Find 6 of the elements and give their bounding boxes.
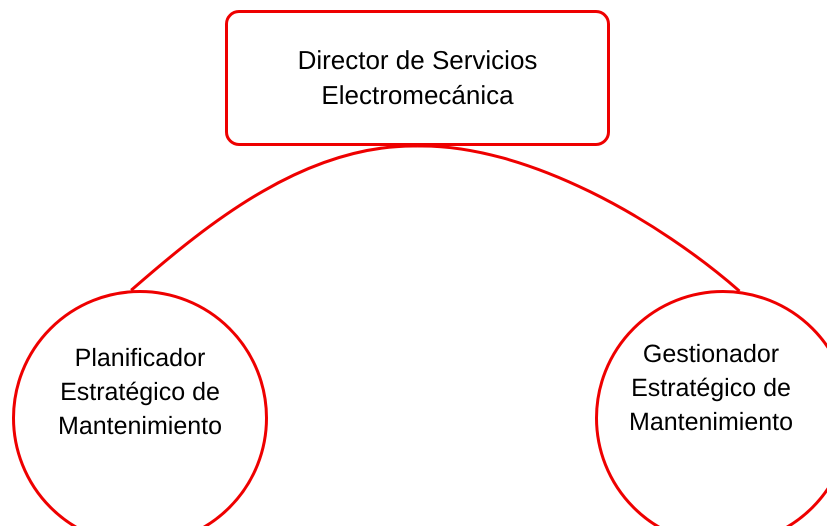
connector-curve [130,144,418,292]
role-title: Director de Servicios Electromecánica [296,44,538,112]
connector-curve [417,144,740,292]
role-title: Gestionador Estratégico de Mantenimiento [628,339,794,438]
role-box [225,10,610,146]
role-title: Planificador Estratégico de Mantenimiento [57,343,223,442]
